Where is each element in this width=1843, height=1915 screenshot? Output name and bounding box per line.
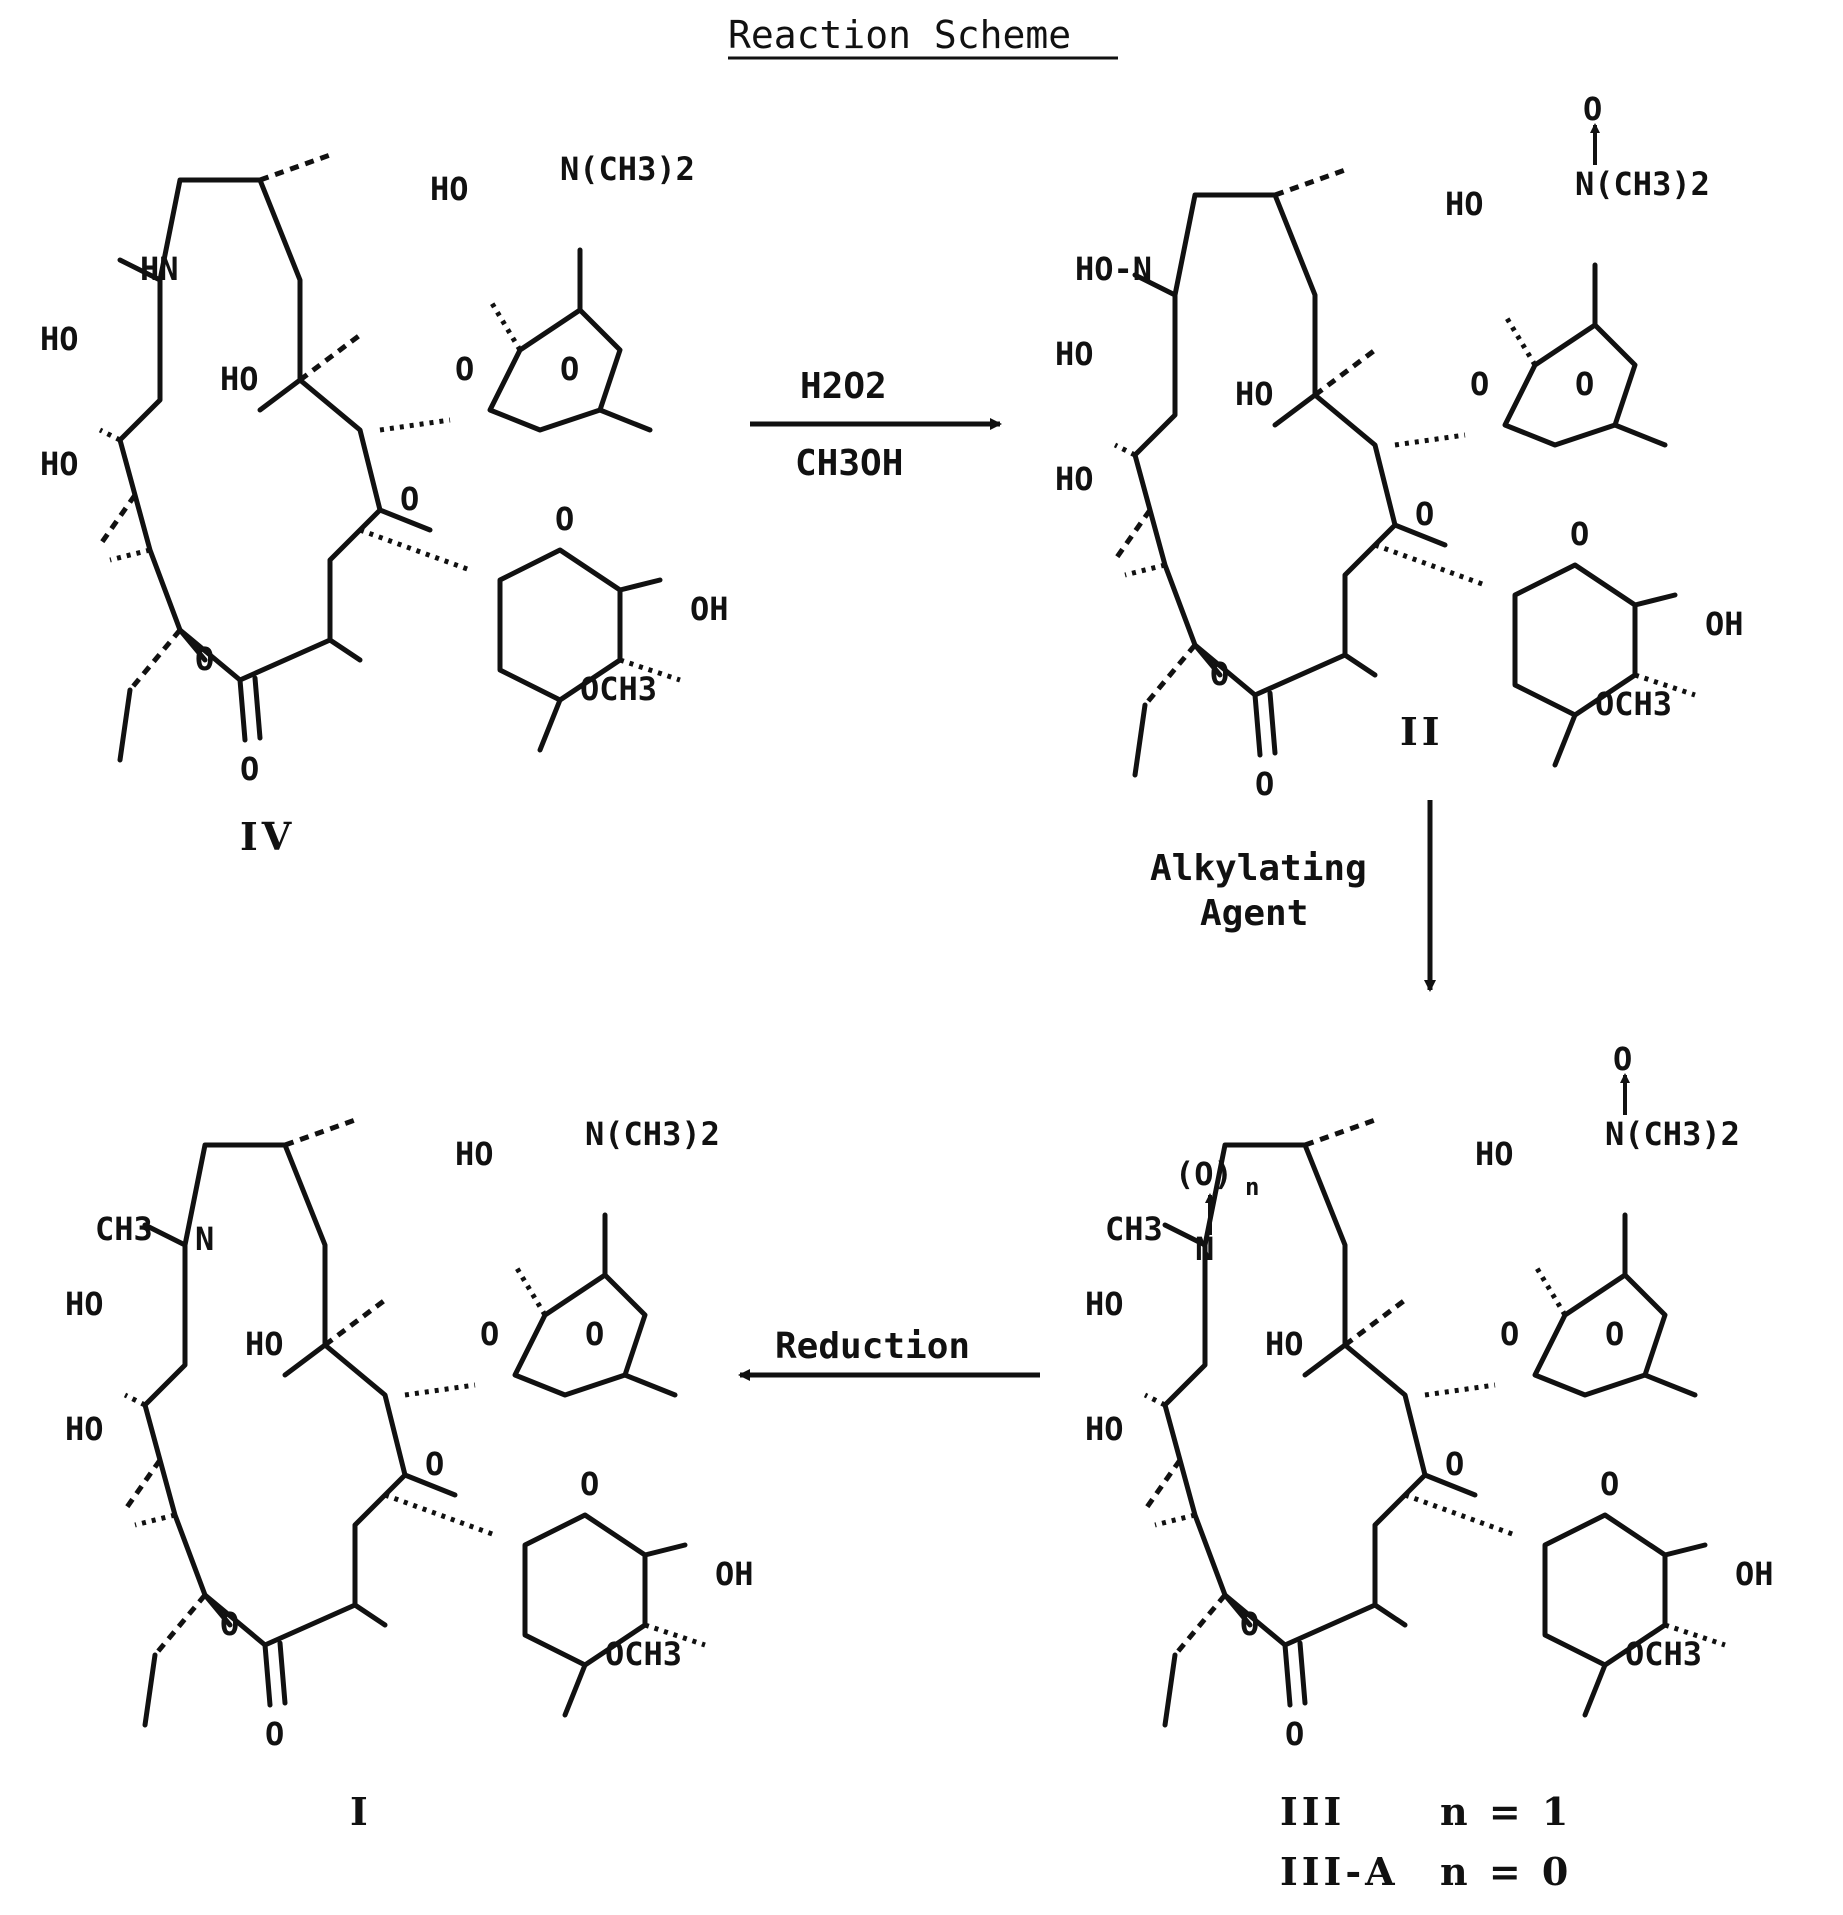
ii-ho-3: HO [1055, 460, 1094, 498]
compound-iii-label: III [1280, 1789, 1345, 1834]
iii-o-3: O [1445, 1445, 1464, 1483]
reagent-alkylating: Alkylating [1150, 848, 1367, 889]
iv-oh: OH [690, 590, 729, 628]
iv-o-6: O [240, 750, 259, 788]
reagent-ch3oh: CH3OH [795, 443, 903, 484]
i-o-6: O [265, 1715, 284, 1753]
iii-o-1: O [1500, 1315, 1519, 1353]
iii-ring-n-oxide: (O) [1175, 1155, 1233, 1193]
i-ch3: CH3 [95, 1210, 153, 1248]
compound-iii-a-label: III-A [1280, 1849, 1399, 1894]
compound-ii-structure: O HO-N HO HO HO HO N(CH3)2 O O O O O O O… [1055, 90, 1744, 803]
iii-ho-1: HO [1085, 1285, 1124, 1323]
reagent-reduction: Reduction [775, 1326, 970, 1367]
iv-ho-3: HO [40, 445, 79, 483]
ii-o-5: O [1210, 655, 1229, 693]
compound-i-label: I [350, 1789, 372, 1834]
i-nme2: N(CH3)2 [585, 1115, 720, 1153]
iii-n: N [1195, 1230, 1214, 1268]
i-ho-1: HO [65, 1285, 104, 1323]
iv-o-4: O [555, 500, 574, 538]
compound-i-structure: CH3 N HO HO HO HO N(CH3)2 O O O O O O OH… [65, 1115, 754, 1753]
i-ho-3: HO [65, 1410, 104, 1448]
iv-o-5: O [195, 640, 214, 678]
iii-oh: OH [1735, 1555, 1774, 1593]
iv-ho-1: HO [40, 320, 79, 358]
ii-n-oxide-o: O [1583, 90, 1602, 128]
ii-ho-4: HO [1445, 185, 1484, 223]
compound-iii-structure: O (O) n CH3 N HO HO HO HO N(CH3)2 O O O … [1085, 1040, 1774, 1753]
i-ho-2: HO [245, 1325, 284, 1363]
i-o-5: O [220, 1605, 239, 1643]
iv-ho-4: HO [430, 170, 469, 208]
compound-iii-n0: n = 0 [1440, 1849, 1572, 1894]
i-ome: OCH3 [605, 1635, 682, 1673]
iii-ho-4: HO [1475, 1135, 1514, 1173]
ii-o-2: O [1575, 365, 1594, 403]
reagent-agent: Agent [1200, 893, 1308, 934]
iii-o-2: O [1605, 1315, 1624, 1353]
iii-ome: OCH3 [1625, 1635, 1702, 1673]
ii-o-4: O [1570, 515, 1589, 553]
iii-n-oxide-o: O [1613, 1040, 1632, 1078]
ii-o-6: O [1255, 765, 1274, 803]
compound-iii-n1: n = 1 [1440, 1789, 1572, 1834]
iv-o-1: O [455, 350, 474, 388]
ii-ho-n: HO-N [1075, 250, 1152, 288]
iv-nme2: N(CH3)2 [560, 150, 695, 188]
iv-ho-2: HO [220, 360, 259, 398]
compound-iv-label: IV [240, 814, 295, 859]
i-o-1: O [480, 1315, 499, 1353]
iv-nh-label: HN [140, 250, 179, 288]
ii-o-1: O [1470, 365, 1489, 403]
compound-ii-label: II [1400, 709, 1444, 754]
iii-o-4: O [1600, 1465, 1619, 1503]
iii-ch3: CH3 [1105, 1210, 1163, 1248]
ii-oh: OH [1705, 605, 1744, 643]
iv-ome: OCH3 [580, 670, 657, 708]
iv-o-2: O [560, 350, 579, 388]
iii-o-5: O [1240, 1605, 1259, 1643]
i-ho-4: HO [455, 1135, 494, 1173]
ii-ho-1: HO [1055, 335, 1094, 373]
reaction-arrow-1: H2O2 CH3OH [750, 366, 1000, 484]
reaction-arrow-2: Alkylating Agent [1150, 800, 1430, 990]
iii-nme2: N(CH3)2 [1605, 1115, 1740, 1153]
ii-ome: OCH3 [1595, 685, 1672, 723]
reaction-arrow-3: Reduction [740, 1326, 1040, 1375]
iv-o-3: O [400, 480, 419, 518]
compound-iv-structure: HN HO HO HO HO N(CH3)2 O O O O O O OH OC… [40, 150, 729, 859]
ii-nme2: N(CH3)2 [1575, 165, 1710, 203]
i-o-2: O [585, 1315, 604, 1353]
iii-ring-n-oxide-sub: n [1245, 1173, 1259, 1201]
reagent-h2o2: H2O2 [800, 366, 887, 407]
i-o-4: O [580, 1465, 599, 1503]
iii-ho-3: HO [1085, 1410, 1124, 1448]
iii-o-6: O [1285, 1715, 1304, 1753]
i-o-3: O [425, 1445, 444, 1483]
scheme-title: Reaction Scheme [728, 13, 1071, 57]
i-oh: OH [715, 1555, 754, 1593]
ii-ho-2: HO [1235, 375, 1274, 413]
ii-o-3: O [1415, 495, 1434, 533]
i-n: N [195, 1220, 214, 1258]
iii-ho-2: HO [1265, 1325, 1304, 1363]
